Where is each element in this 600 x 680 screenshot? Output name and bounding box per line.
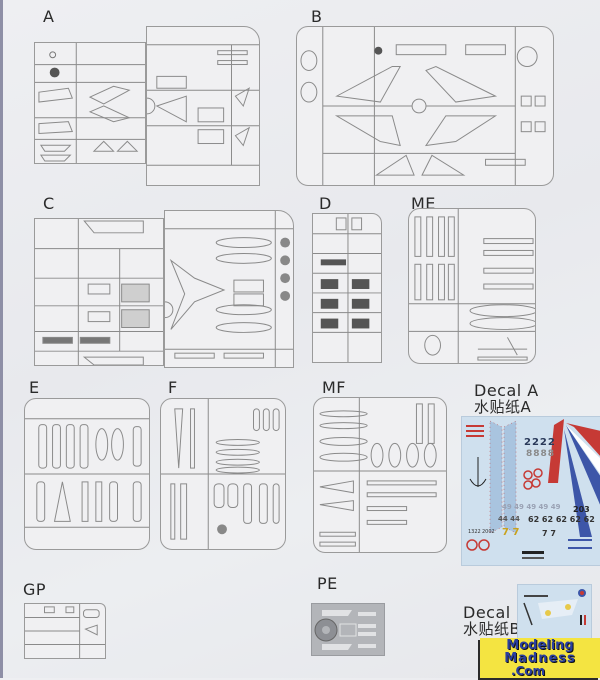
decal-a-label-zh: 水贴纸A xyxy=(474,398,532,416)
decal-a-marking-2002: 2002 xyxy=(482,529,495,535)
modelingmadness-watermark: Modeling Madness .Com xyxy=(480,638,600,678)
decal-b-art xyxy=(523,589,586,626)
sprue-d-label: D xyxy=(319,194,332,213)
sprue-mf-label: MF xyxy=(322,378,347,397)
sprue-gp-label: GP xyxy=(23,580,47,599)
decal-a-art xyxy=(466,419,600,559)
sprue-b xyxy=(296,26,554,186)
sprue-d-parts xyxy=(313,214,381,362)
sprue-a-right xyxy=(146,26,260,186)
sprue-f-label: F xyxy=(168,378,178,397)
decal-a-marking-203: 203 xyxy=(573,505,590,514)
watermark-line-3: .Com xyxy=(510,664,546,678)
sprue-me-label: ME xyxy=(411,194,436,213)
sprue-me-parts xyxy=(409,209,535,363)
sprue-b-parts xyxy=(300,27,546,185)
watermark-line-1: Modeling xyxy=(506,638,574,653)
sprue-a-right-parts xyxy=(147,44,259,166)
decal-a-marking-49: 49 49 49 49 49 xyxy=(502,503,561,511)
photo-etch-fret xyxy=(311,603,385,656)
pe-parts xyxy=(314,610,376,650)
sprue-f-parts xyxy=(161,399,285,549)
sprue-d xyxy=(312,213,382,363)
sprue-f xyxy=(160,398,286,550)
sprue-a-label: A xyxy=(43,7,55,26)
sprue-mf-parts xyxy=(314,398,446,552)
sprue-b-label: B xyxy=(311,7,323,26)
sprue-c-left xyxy=(34,218,164,366)
sprue-gp-parts xyxy=(25,604,105,658)
sprue-c-left-parts xyxy=(35,219,163,365)
decal-b-label-zh: 水贴纸B xyxy=(463,620,521,638)
sprue-me xyxy=(408,208,536,364)
sprue-mf xyxy=(313,397,447,553)
decal-sheet-a: 2222 8888 49 49 49 49 49 44 44 62 62 62 … xyxy=(461,416,600,566)
decal-a-marking-77-yellow: 7 7 xyxy=(502,527,520,538)
decal-a-marking-44: 44 44 xyxy=(498,515,520,523)
sprue-c-right-parts xyxy=(165,211,293,367)
sprue-e-parts xyxy=(25,418,149,528)
sprue-a-left-parts xyxy=(35,43,145,163)
decal-a-marking-1322: 1322 xyxy=(468,529,481,535)
decal-a-marking-62: 62 62 62 62 62 xyxy=(528,515,595,524)
decal-a-marking-77-black: 7 7 xyxy=(542,529,556,538)
sprue-gp xyxy=(24,603,106,659)
sprue-c-label: C xyxy=(43,194,55,213)
watermark-line-2: Madness xyxy=(504,651,576,666)
decal-a-marking-2222: 2222 xyxy=(524,437,556,448)
decal-a-label: Decal A xyxy=(474,381,539,400)
sprue-c-right xyxy=(164,210,294,368)
decal-a-marking-8888: 8888 xyxy=(526,449,556,459)
sprue-pe-label: PE xyxy=(317,574,338,593)
page-edge xyxy=(0,0,3,678)
sprue-e-label: E xyxy=(29,378,40,397)
sprue-a-left xyxy=(34,42,146,164)
decal-b-label: Decal B xyxy=(463,603,528,622)
sprue-e xyxy=(24,398,150,550)
